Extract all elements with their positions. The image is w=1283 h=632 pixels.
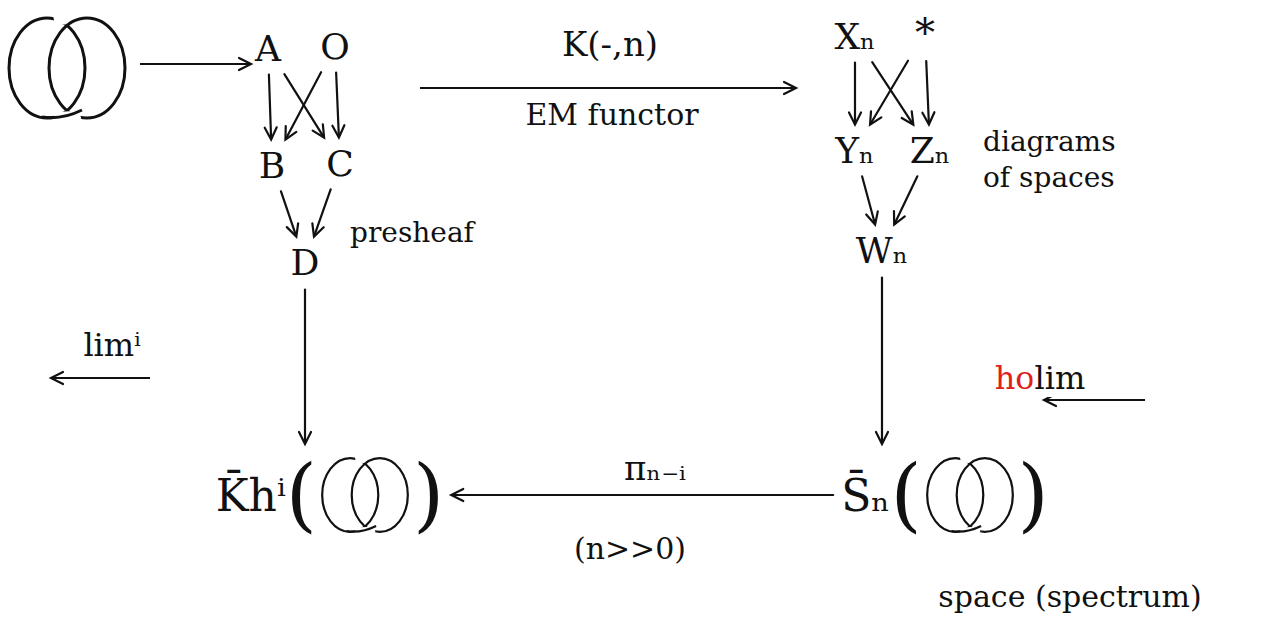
symbol-text: K̄hⁱ [216, 470, 286, 521]
math-object: K̄hⁱ() [210, 446, 451, 544]
annotation-text: presheaf [348, 216, 476, 249]
symbol-text: Xₙ [834, 16, 875, 57]
math-object: * [909, 5, 941, 59]
symbol-text: A [255, 28, 281, 69]
arrow-connector [895, 176, 918, 223]
pointer-arrow [52, 377, 150, 379]
annotation-text: EM functor [523, 97, 700, 132]
annotation-text: lim [1033, 359, 1088, 397]
math-object: D [285, 238, 326, 287]
parenthesis: ( [890, 455, 921, 535]
symbol-text: Zₙ [910, 130, 951, 171]
arrow-connector [336, 72, 339, 136]
map-arrow [140, 63, 250, 65]
arrow-connector [281, 191, 296, 235]
parenthesis: ) [1018, 455, 1049, 535]
knot-drawing [9, 18, 125, 118]
arrow-connector [304, 290, 306, 444]
annotation-text: πₙ₋ᵢ [622, 448, 688, 488]
annotation-text: diagrams of spaces [981, 124, 1135, 197]
arrow-connector [452, 494, 833, 496]
annotation-text: ho [993, 359, 1037, 397]
knot-drawing [317, 450, 413, 540]
math-object: S̄ₙ() [835, 446, 1055, 544]
symbol-text: C [326, 143, 354, 184]
math-object: Xₙ [828, 12, 881, 61]
arrow-connector [862, 176, 875, 223]
arrow-connector [854, 63, 856, 124]
parenthesis: ) [413, 455, 444, 535]
arrow-connector [269, 74, 271, 138]
math-object: Yₙ [829, 126, 880, 175]
annotation-text: (n>>0) [572, 531, 688, 566]
math-object: Wₙ [850, 226, 915, 275]
arrow-connector [286, 72, 321, 138]
math-object: C [320, 139, 360, 188]
arrow-connector [872, 62, 913, 124]
arrow-connector [314, 189, 330, 235]
symbol-text: D [291, 242, 320, 283]
symbol-text: * [915, 9, 935, 55]
arrow-connector [871, 61, 908, 124]
symbol-text: Yₙ [835, 130, 874, 171]
symbol-text: Wₙ [856, 230, 909, 271]
parenthesis: ( [286, 455, 317, 535]
annotation-text: space (spectrum) [936, 579, 1203, 614]
annotation-text: limⁱ [81, 326, 142, 364]
knot-drawing [922, 450, 1018, 540]
symbol-text: B [259, 145, 285, 186]
math-object: Zₙ [904, 126, 957, 175]
math-object: B [253, 141, 291, 190]
pointer-arrow [1045, 399, 1145, 401]
math-object: O [314, 22, 356, 71]
symbol-text: O [320, 26, 350, 67]
functor-arrow [420, 87, 795, 89]
annotation-text: K(-,n) [560, 24, 660, 64]
arrow-connector [881, 278, 883, 444]
arrow-connector [926, 61, 929, 124]
math-object: A [249, 24, 287, 73]
symbol-text: S̄ₙ [841, 470, 890, 521]
